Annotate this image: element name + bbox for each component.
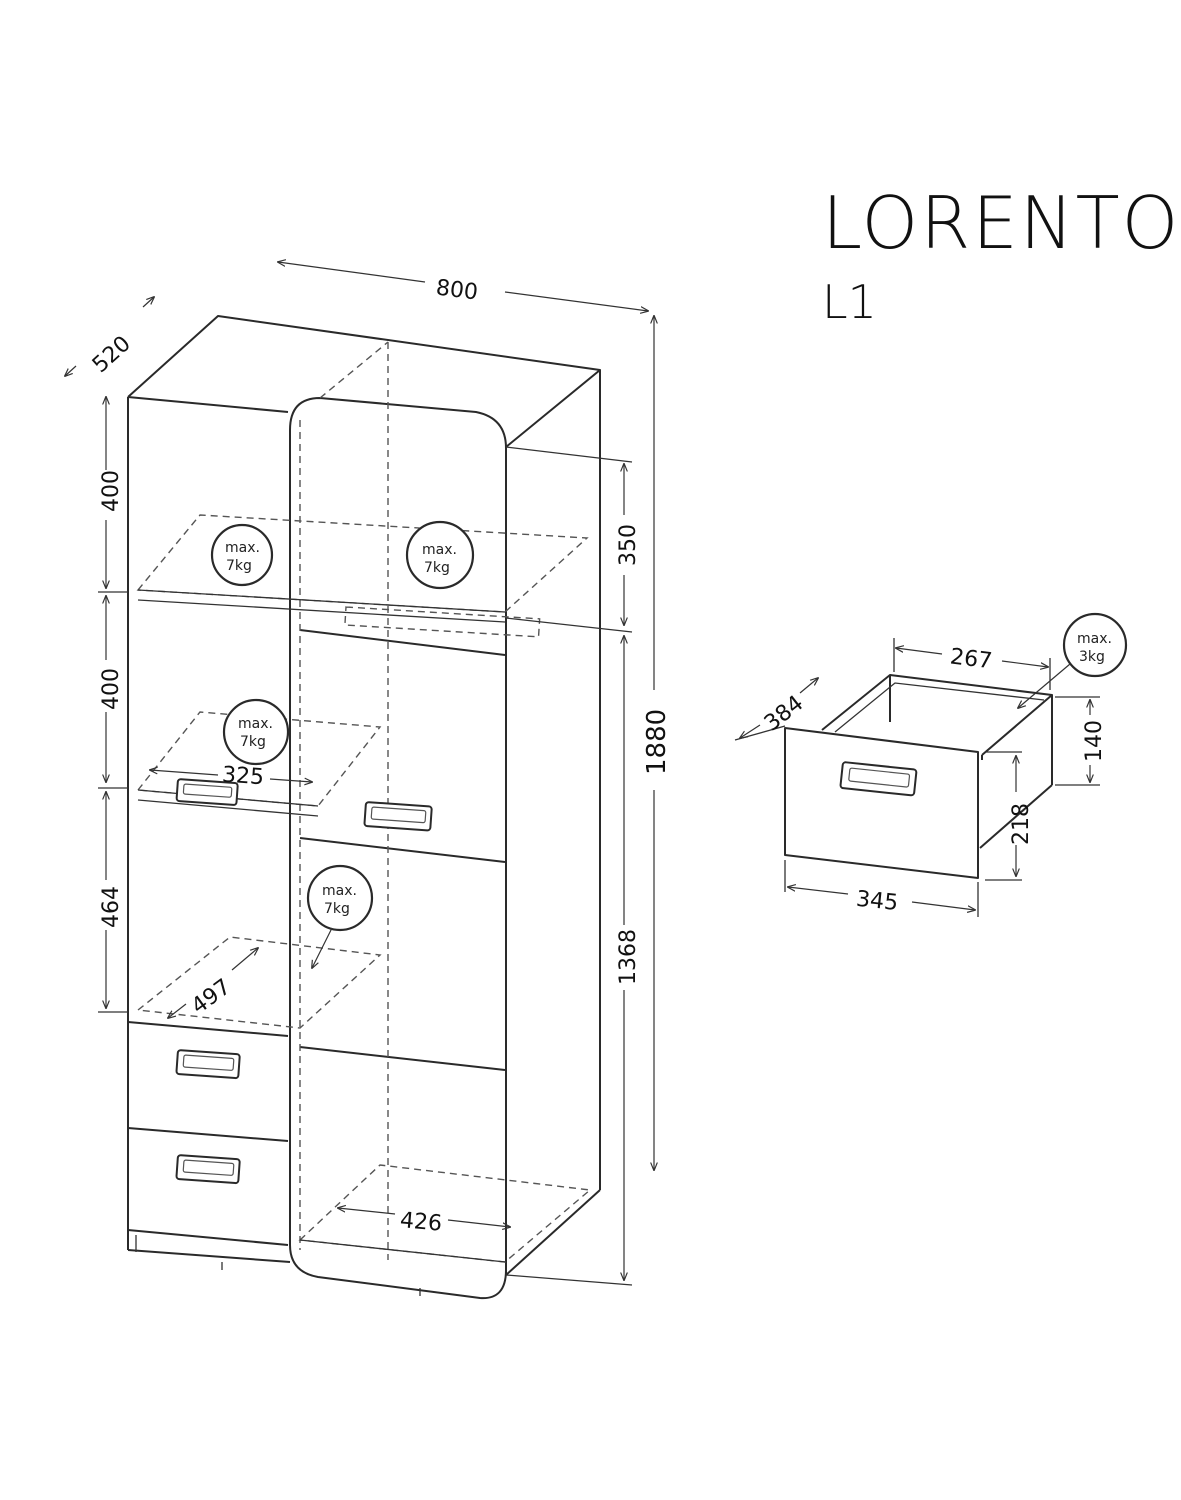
drawer-drawing (784, 674, 1053, 879)
dimension-height-label: 1880 (642, 709, 672, 775)
dimension-right-lower-label: 1368 (616, 929, 641, 985)
load-badge-max: max. (238, 716, 273, 732)
load-badge: max. 3kg (1018, 612, 1128, 708)
dimension-shelf-depth-label: 497 (187, 975, 236, 1020)
load-badge-weight: 7kg (226, 558, 252, 574)
load-badge: max. 7kg (210, 523, 274, 587)
dimension-shelf-width: 325 (150, 762, 312, 790)
product-subtitle: L1 (822, 275, 877, 329)
dimension-rail-width: 426 (338, 1208, 510, 1237)
dimension-drawer-inner-height-label: 140 (1082, 720, 1107, 762)
dimension-left-sections: 400 400 464 (98, 397, 128, 1013)
dimension-shelf-width-label: 325 (221, 762, 265, 790)
dimension-right-sections: 350 1368 (505, 446, 641, 1286)
dimension-rail-width-label: 426 (399, 1208, 443, 1237)
dimension-drawer-inner-height: 140 (1055, 696, 1107, 786)
dimension-left-3-label: 464 (99, 886, 124, 928)
load-badge-weight: 7kg (324, 901, 350, 917)
dimension-drawer-front-width: 345 (784, 860, 979, 917)
dimension-drawer-inner-width-label: 267 (949, 644, 994, 674)
load-badge-weight: 7kg (424, 560, 450, 576)
drawer-handle (175, 1049, 241, 1080)
wardrobe-drawing (127, 315, 601, 1300)
dimension-left-1-label: 400 (99, 470, 124, 512)
drawer-handle (175, 1154, 241, 1185)
dimension-width-label: 800 (435, 276, 480, 306)
dimension-drawer-front-height-label: 218 (1009, 803, 1034, 845)
load-badge: max. 7kg (222, 698, 290, 766)
dimension-width: 800 (278, 262, 648, 311)
product-title: LORENTO (822, 181, 1180, 265)
load-badge: max. 7kg (306, 864, 374, 968)
dimension-drawer-inner-width: 267 (893, 638, 1051, 690)
dimension-left-2-label: 400 (99, 668, 124, 710)
drawer-handle (175, 778, 239, 806)
door-handle (363, 801, 433, 832)
load-badge-max: max. (322, 883, 357, 899)
dimension-depth: 520 (65, 297, 154, 378)
load-badge-weight: 7kg (240, 734, 266, 750)
dimension-depth-label: 520 (88, 331, 136, 378)
dimension-drawer-front-height: 218 (985, 751, 1034, 881)
dimension-right-upper-label: 350 (616, 524, 641, 566)
dimension-shelf-depth: 497 (168, 948, 258, 1019)
load-badge-max: max. (225, 540, 260, 556)
dimension-drawer-front-width-label: 345 (855, 887, 899, 916)
load-badge: max. 7kg (405, 520, 475, 590)
dimension-height: 1880 (642, 316, 672, 1170)
load-badge-weight: 3kg (1079, 649, 1105, 665)
load-badge-max: max. (1077, 631, 1112, 647)
load-badge-max: max. (422, 542, 457, 558)
